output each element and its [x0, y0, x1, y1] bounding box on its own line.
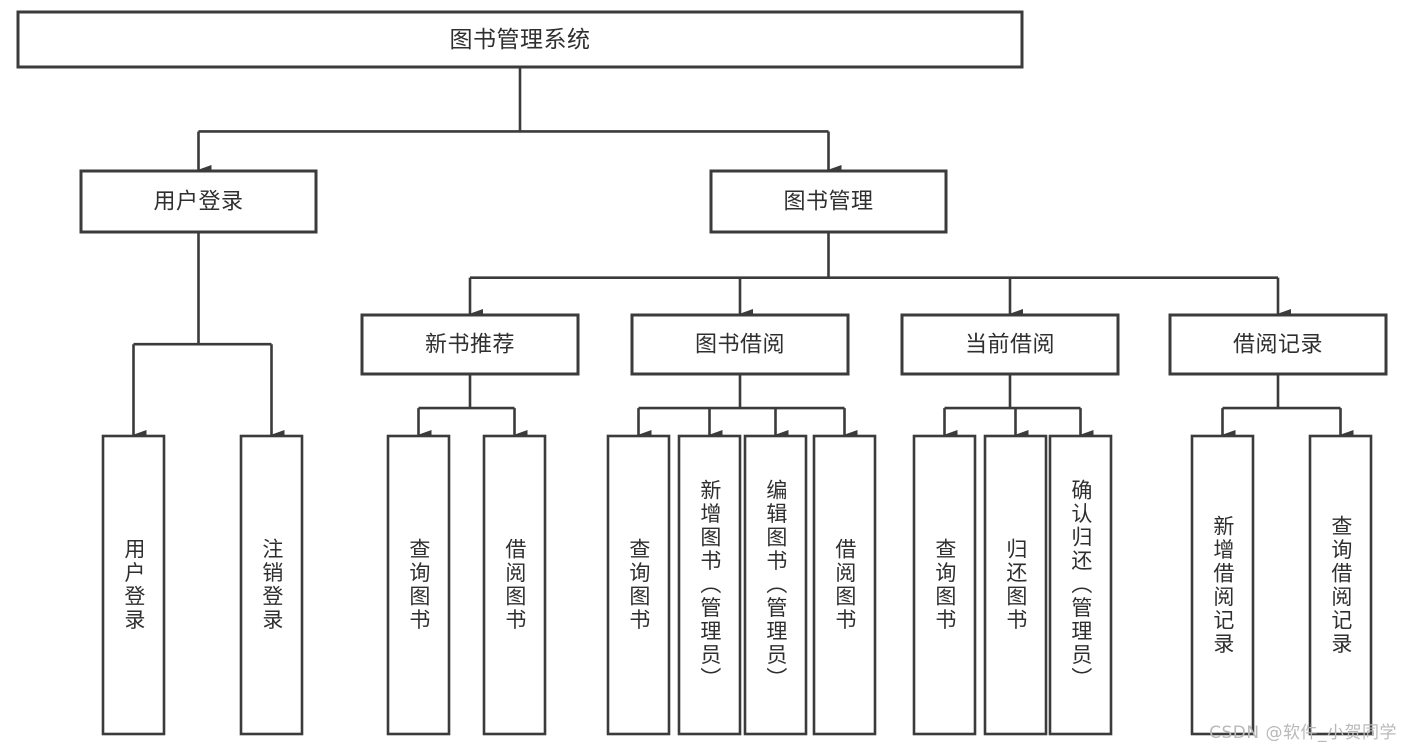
- node-box-leaf-user-login[interactable]: [101, 434, 166, 736]
- connector-root-to-level2: [197, 67, 842, 175]
- node-box-new-book-recommend[interactable]: [360, 313, 580, 376]
- connector-layer: [132, 67, 1354, 440]
- watermark-text: CSDN @软件_小贺同学: [1209, 723, 1397, 743]
- connector-bookmgmt-to-level3: [468, 232, 1291, 319]
- node-label-new-book-recommend: 新书推荐: [425, 333, 515, 358]
- node-label-book-management: 图书管理: [783, 190, 873, 215]
- node-box-book-management[interactable]: [709, 169, 948, 234]
- node-box-leaf-query-book-2[interactable]: [606, 434, 671, 736]
- node-label-book-borrow: 图书借阅: [695, 333, 785, 358]
- node-label-root: 图书管理系统: [450, 27, 591, 53]
- node-box-user-login[interactable]: [79, 169, 318, 234]
- node-box-leaf-logout[interactable]: [239, 434, 304, 736]
- node-box-leaf-query-record[interactable]: [1308, 434, 1373, 736]
- node-label-current-borrow: 当前借阅: [965, 333, 1055, 358]
- node-label-borrow-records: 借阅记录: [1233, 333, 1323, 358]
- node-box-book-borrow[interactable]: [630, 313, 850, 376]
- node-box-borrow-records[interactable]: [1168, 313, 1388, 376]
- node-box-leaf-return-book[interactable]: [983, 434, 1048, 736]
- connector-userlogin-to-leaves: [132, 232, 285, 440]
- connector-recommend-to-leaves: [417, 374, 528, 440]
- connector-current-to-leaves: [943, 374, 1094, 440]
- node-layer: [16, 10, 1388, 736]
- node-box-leaf-edit-book[interactable]: [743, 434, 808, 736]
- node-box-leaf-borrow-book-2[interactable]: [812, 434, 877, 736]
- node-box-leaf-confirm-return[interactable]: [1048, 434, 1113, 736]
- node-box-leaf-add-book[interactable]: [677, 434, 742, 736]
- node-box-leaf-add-record[interactable]: [1190, 434, 1255, 736]
- node-label-user-login: 用户登录: [153, 190, 243, 215]
- node-box-root[interactable]: [16, 10, 1024, 69]
- node-box-current-borrow[interactable]: [900, 313, 1120, 376]
- node-box-leaf-borrow-book-1[interactable]: [482, 434, 547, 736]
- connector-borrow-to-leaves: [637, 374, 858, 440]
- connector-records-to-leaves: [1221, 374, 1354, 440]
- node-box-leaf-query-book-3[interactable]: [912, 434, 977, 736]
- node-box-leaf-query-book-1[interactable]: [386, 434, 451, 736]
